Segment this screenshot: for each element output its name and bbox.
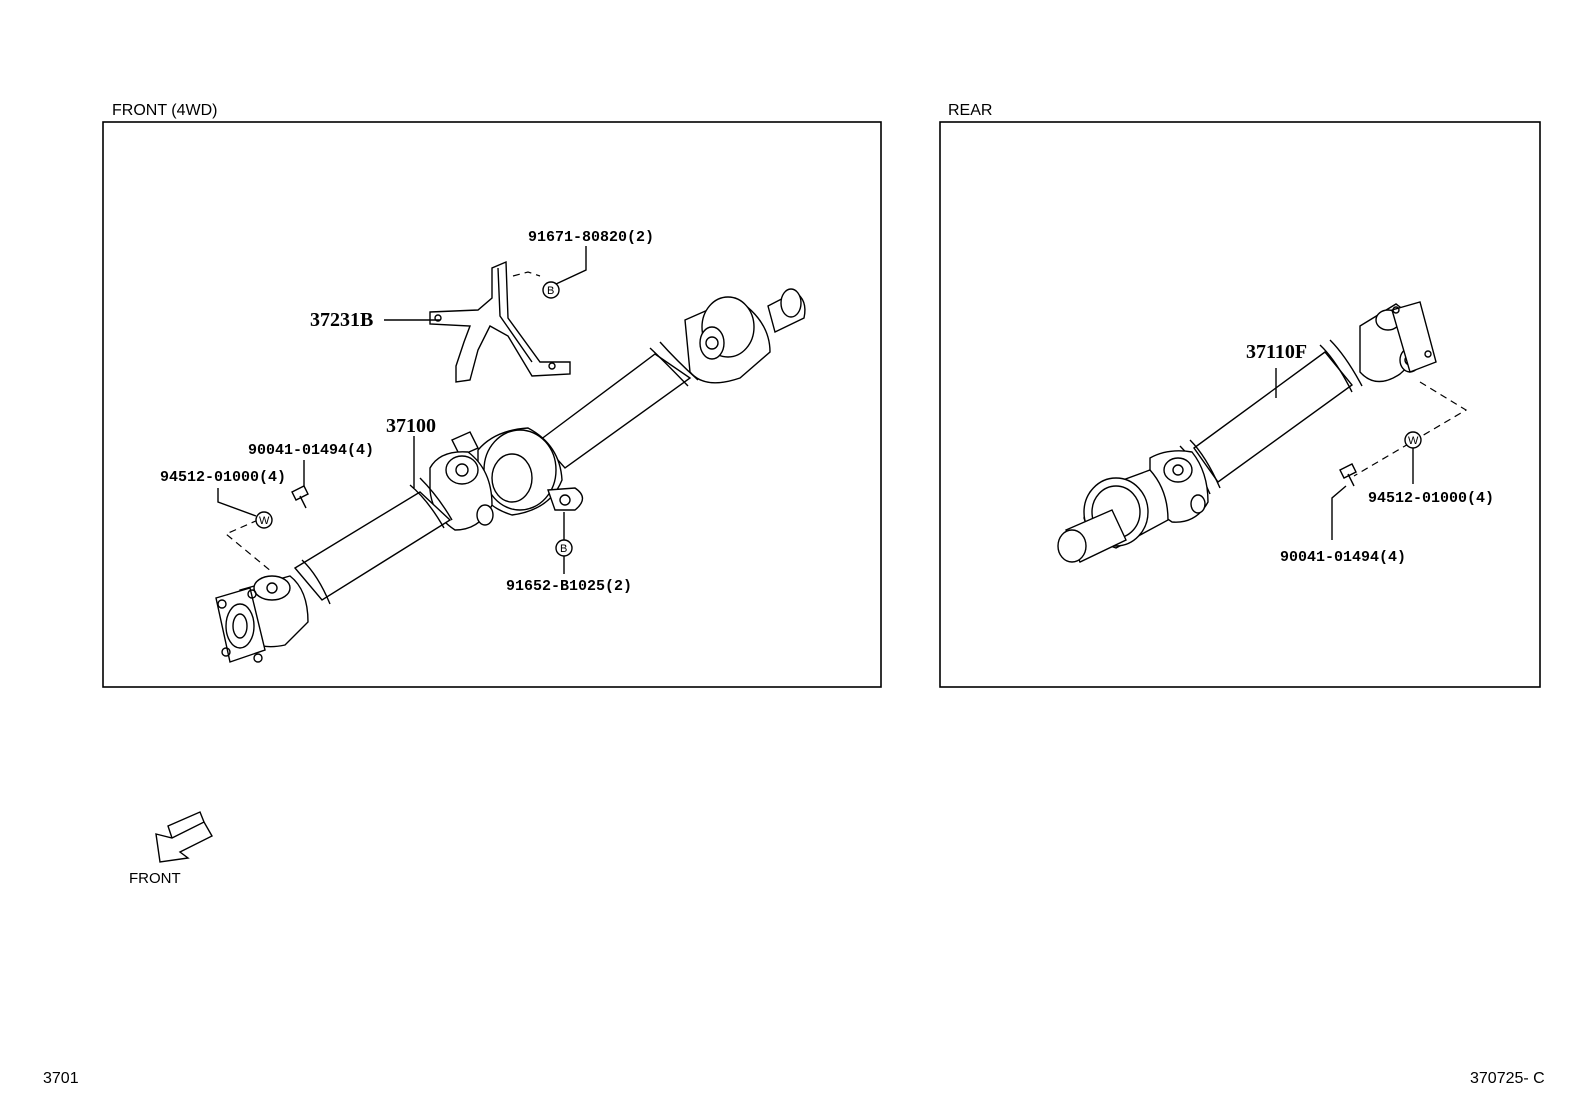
page-code: 3701 (43, 1070, 79, 1087)
b-marker-icon (542, 281, 560, 299)
b-marker-letter: B (547, 285, 554, 297)
w-marker-icon (255, 511, 273, 529)
bolt-rear-icon (1339, 463, 1357, 487)
bolt-front-icon (291, 485, 309, 509)
part-number-37231b[interactable]: 37231B (310, 309, 373, 331)
front-propeller-shaft (215, 288, 806, 663)
leader-line (217, 488, 257, 517)
rear-section-box (939, 121, 1541, 688)
w-marker-letter: W (1408, 435, 1419, 447)
b-marker-letter: B (560, 543, 567, 555)
part-number-91652-b1025[interactable]: 91652-B1025(2) (506, 578, 632, 595)
front-section-box (102, 121, 882, 688)
part-number-94512-01000[interactable]: 94512-01000(4) (160, 469, 286, 486)
leader-line (555, 246, 587, 285)
center-bearing-bracket (429, 260, 571, 383)
w-marker-letter: W (259, 515, 270, 527)
leader-line (1331, 485, 1347, 540)
front-section-title: FRONT (4WD) (112, 102, 217, 119)
illustration-code: 370725- C (1470, 1070, 1545, 1087)
part-number-90041-01494[interactable]: 90041-01494(4) (248, 442, 374, 459)
part-number-94512-01000[interactable]: 94512-01000(4) (1368, 490, 1494, 507)
rear-section-title: REAR (948, 102, 992, 119)
rear-propeller-shaft (1057, 301, 1437, 563)
front-direction-label: FRONT (129, 870, 181, 887)
front-direction-arrow-icon (155, 811, 213, 863)
part-number-37110f[interactable]: 37110F (1246, 341, 1307, 363)
part-number-37100[interactable]: 37100 (386, 415, 436, 437)
part-number-91671-80820[interactable]: 91671-80820(2) (528, 229, 654, 246)
part-number-90041-01494[interactable]: 90041-01494(4) (1280, 549, 1406, 566)
